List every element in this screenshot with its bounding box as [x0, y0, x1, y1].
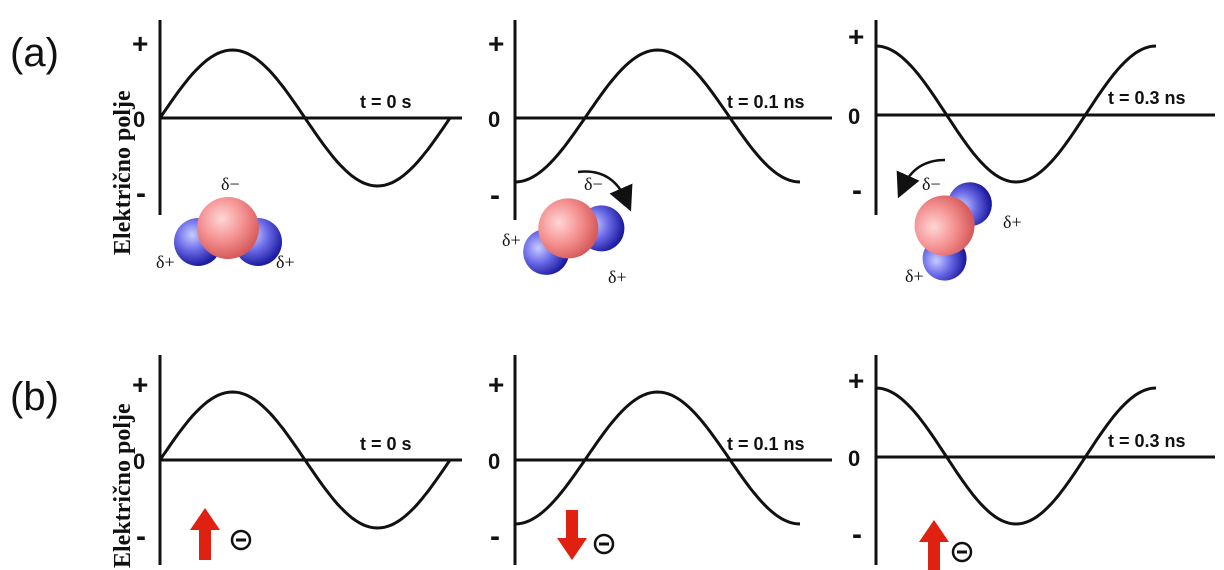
tick-minus: - [136, 520, 146, 553]
charge-oxygen: δ− [584, 174, 603, 194]
field-wave [875, 44, 1157, 184]
panel-b1: + 0 - t = 0 s [132, 355, 462, 565]
tick-minus: - [852, 518, 862, 551]
axis-title-a: Električno polje [110, 90, 136, 255]
water-molecule [914, 182, 992, 281]
charge-hydrogen: δ+ [608, 267, 627, 287]
time-label: t = 0 s [360, 434, 412, 454]
time-label: t = 0 s [360, 92, 412, 112]
charge-hydrogen: δ+ [156, 252, 175, 272]
panel-a3: + 0 - t = 0.3 ns δ− δ+ δ+ [848, 20, 1215, 286]
oxygen-atom [538, 198, 599, 259]
row-label-b: (b) [10, 375, 59, 419]
charge-oxygen: δ− [922, 174, 941, 194]
tick-plus: + [488, 369, 504, 400]
time-label: t = 0.1 ns [727, 434, 805, 454]
oxygen-atom [914, 195, 975, 256]
electron-group [919, 520, 973, 570]
tick-minus: - [136, 177, 146, 210]
time-label: t = 0.1 ns [727, 92, 805, 112]
panel-a2: + 0 - t = 0.1 ns δ− δ+ δ+ [488, 20, 832, 287]
charge-hydrogen: δ+ [905, 266, 924, 286]
field-wave [514, 390, 801, 526]
tick-minus: - [490, 179, 500, 212]
row-a: (a) Električno polje + 0 - t = 0 s δ− δ+… [10, 20, 1215, 287]
row-label-a: (a) [10, 31, 59, 75]
water-molecule [523, 198, 625, 275]
oxygen-atom [197, 197, 259, 259]
tick-zero: 0 [488, 107, 500, 132]
electron-group [557, 510, 615, 560]
tick-zero: 0 [848, 446, 860, 471]
panel-b2: + 0 - t = 0.1 ns [488, 355, 832, 565]
charge-hydrogen: δ+ [502, 230, 521, 250]
tick-plus: + [488, 28, 504, 59]
time-label: t = 0.3 ns [1108, 431, 1186, 451]
field-wave [158, 48, 452, 188]
row-b: (b) Električno polje + 0 - t = 0 s + 0 - [10, 355, 1215, 570]
axis-title-b: Električno polje [110, 403, 136, 568]
arrow-up-icon [190, 508, 220, 560]
tick-plus: + [132, 369, 148, 400]
charge-hydrogen: δ+ [1003, 212, 1022, 232]
tick-zero: 0 [848, 104, 860, 129]
rotation-arrow-clockwise [577, 170, 633, 212]
tick-minus: - [490, 520, 500, 553]
field-wave [875, 386, 1157, 526]
charge-oxygen: δ− [221, 174, 240, 194]
electron-group [190, 508, 252, 560]
field-wave [158, 390, 452, 530]
time-label: t = 0.3 ns [1108, 88, 1186, 108]
water-molecule: δ− δ+ δ+ [156, 174, 295, 272]
field-wave [514, 48, 801, 184]
tick-plus: + [848, 21, 864, 52]
panel-a1: + 0 - t = 0 s δ− δ+ δ+ [132, 20, 462, 272]
tick-plus: + [848, 365, 864, 396]
tick-minus: - [852, 174, 862, 207]
arrow-up-icon [919, 520, 949, 570]
arrow-down-icon [557, 510, 587, 560]
charge-hydrogen: δ+ [276, 252, 295, 272]
tick-plus: + [132, 28, 148, 59]
rotation-arrow-counterclockwise [896, 158, 946, 199]
tick-zero: 0 [488, 449, 500, 474]
tick-zero: 0 [133, 107, 145, 132]
panel-b3: + 0 - t = 0.3 ns [848, 355, 1215, 570]
tick-zero: 0 [133, 449, 145, 474]
